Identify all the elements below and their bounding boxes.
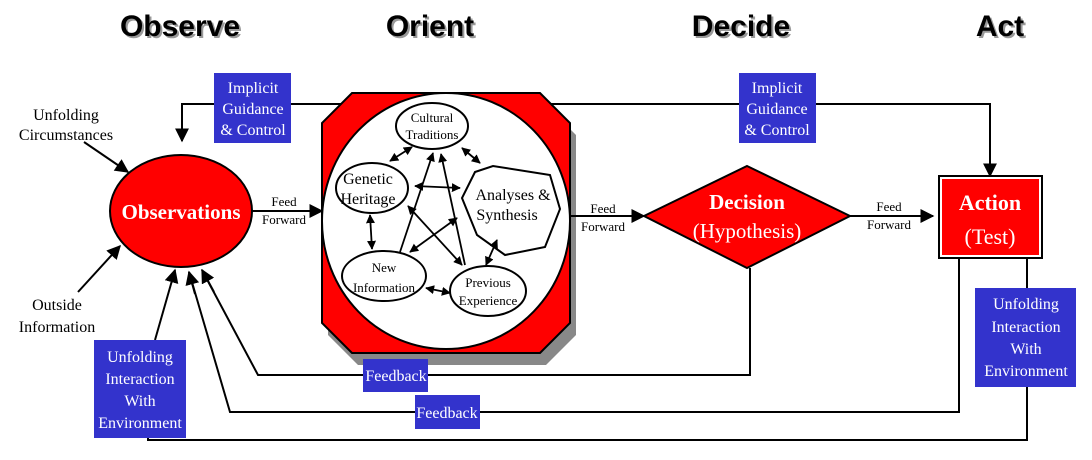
- box-label: Unfolding: [107, 349, 173, 366]
- phase-title-orient: Orient: [386, 10, 474, 43]
- input-outside-information: Outside Information: [19, 297, 95, 336]
- previous-experience-node: Previous Experience: [449, 265, 527, 317]
- blue-box: [363, 359, 428, 392]
- node-shape: [460, 164, 562, 257]
- box-label: Interaction: [105, 371, 174, 388]
- node-shape: [341, 250, 427, 302]
- node-shape: [449, 265, 527, 317]
- genetic-heritage-node: Genetic Heritage: [335, 162, 409, 214]
- feedback-box-upper: Feedback: [363, 359, 428, 392]
- cultural-traditions-node: Cultural Traditions: [395, 102, 469, 150]
- box-label: Interaction: [991, 319, 1060, 336]
- node-label: Previous: [465, 275, 511, 290]
- feedback-loop-action: [188, 258, 960, 413]
- feedback-label: Feedback: [416, 405, 477, 422]
- box-label: Environment: [984, 363, 1068, 380]
- unfolding-interaction-box-right: Unfolding Interaction With Environment: [975, 288, 1076, 387]
- box-label: & Control: [220, 122, 286, 139]
- unfolding-interaction-box-left: Unfolding Interaction With Environment: [94, 340, 186, 438]
- phase-header-act: Act Act: [976, 10, 1026, 45]
- decision-sublabel: (Hypothesis): [693, 219, 802, 243]
- input-label: Unfolding: [33, 107, 99, 124]
- node-label: Traditions: [406, 127, 459, 142]
- box-label: Guidance: [746, 101, 807, 118]
- blue-box: [975, 288, 1076, 387]
- phase-shadow: Decide: [694, 12, 792, 45]
- arrow-new-previous: [425, 285, 451, 296]
- arrow-cultural-analyses: [461, 147, 481, 164]
- action-node: Action (Test): [938, 175, 1043, 259]
- feed-forward-label: Feed: [590, 201, 616, 216]
- feedback-arrow-decision: [201, 268, 215, 293]
- node-label: Heritage: [340, 191, 395, 208]
- analyses-synthesis-node: Analyses & Synthesis: [460, 164, 562, 257]
- node-shape: [335, 162, 409, 214]
- phase-shadow: Act: [978, 12, 1026, 45]
- box-label: Guidance: [222, 101, 283, 118]
- action-shape: [942, 179, 1039, 255]
- input-label: Circumstances: [19, 127, 113, 144]
- feed-forward-label: Feed: [271, 194, 297, 209]
- phase-shadow: Observe: [122, 12, 242, 45]
- input-label: Outside: [32, 297, 82, 314]
- arrow-cultural-genetic: [389, 146, 413, 162]
- feed-forward-label: Forward: [867, 217, 912, 232]
- phase-header-decide: Decide Decide: [692, 10, 792, 45]
- arrow-genetic-new: [365, 214, 377, 250]
- arrow-previous-analyses: [485, 239, 498, 266]
- feedback-label: Feedback: [365, 368, 426, 385]
- node-label: Information: [353, 280, 416, 295]
- box-label: & Control: [744, 122, 810, 139]
- action-sublabel: (Test): [965, 224, 1016, 249]
- decision-node: Decision (Hypothesis): [641, 164, 853, 270]
- phase-title-observe: Observe: [120, 10, 240, 43]
- phase-header-observe: Observe Observe: [120, 10, 242, 45]
- node-label: Analyses &: [475, 187, 551, 204]
- node-label: Experience: [459, 293, 518, 308]
- input-unfolding-circumstances: Unfolding Circumstances: [19, 107, 113, 144]
- phase-title-act: Act: [976, 10, 1024, 43]
- feedback-loop-decision: [201, 268, 751, 376]
- decision-label: Decision: [709, 190, 785, 214]
- observations-label: Observations: [121, 200, 240, 224]
- implicit-guidance-box-left: Implicit Guidance & Control: [214, 73, 291, 143]
- arrow-outside-information: [77, 244, 121, 293]
- box-label: Implicit: [228, 80, 279, 97]
- orient-internal-arrows: [365, 146, 498, 296]
- blue-box: [415, 395, 480, 429]
- feed-forward-label: Feed: [876, 199, 902, 214]
- arrow-new-cultural: [399, 152, 435, 253]
- box-label: With: [124, 393, 155, 410]
- implicit-guidance-box-right: Implicit Guidance & Control: [739, 73, 816, 143]
- observations-node: Observations: [109, 154, 253, 268]
- node-label: Synthesis: [476, 207, 537, 224]
- box-label: Implicit: [752, 80, 803, 97]
- interaction-arrow: [154, 268, 179, 341]
- phase-shadow: Orient: [388, 12, 476, 45]
- input-label: Information: [19, 319, 95, 336]
- node-label: Cultural: [411, 110, 454, 125]
- feedback-box-lower: Feedback: [415, 395, 480, 429]
- implicit-guidance-line: [181, 103, 991, 172]
- feed-forward-label: Forward: [581, 219, 626, 234]
- phase-title-decide: Decide: [692, 10, 790, 43]
- feedback-arrow-action: [185, 270, 200, 295]
- new-information-node: New Information: [341, 250, 427, 302]
- arrow-genetic-previous: [407, 205, 463, 266]
- box-label: Environment: [98, 415, 182, 432]
- node-label: New: [372, 260, 397, 275]
- blue-box: [739, 73, 816, 143]
- node-shape: [395, 102, 469, 150]
- feed-forward-label: Forward: [262, 212, 307, 227]
- decision-shape: [641, 164, 853, 270]
- arrow-unfolding-circumstances: [83, 141, 130, 173]
- action-label: Action: [959, 190, 1021, 215]
- blue-box: [214, 73, 291, 143]
- phase-header-orient: Orient Orient: [386, 10, 476, 45]
- blue-box: [94, 340, 186, 438]
- box-label: With: [1010, 341, 1041, 358]
- node-label: Genetic: [343, 171, 393, 188]
- box-label: Unfolding: [993, 296, 1059, 313]
